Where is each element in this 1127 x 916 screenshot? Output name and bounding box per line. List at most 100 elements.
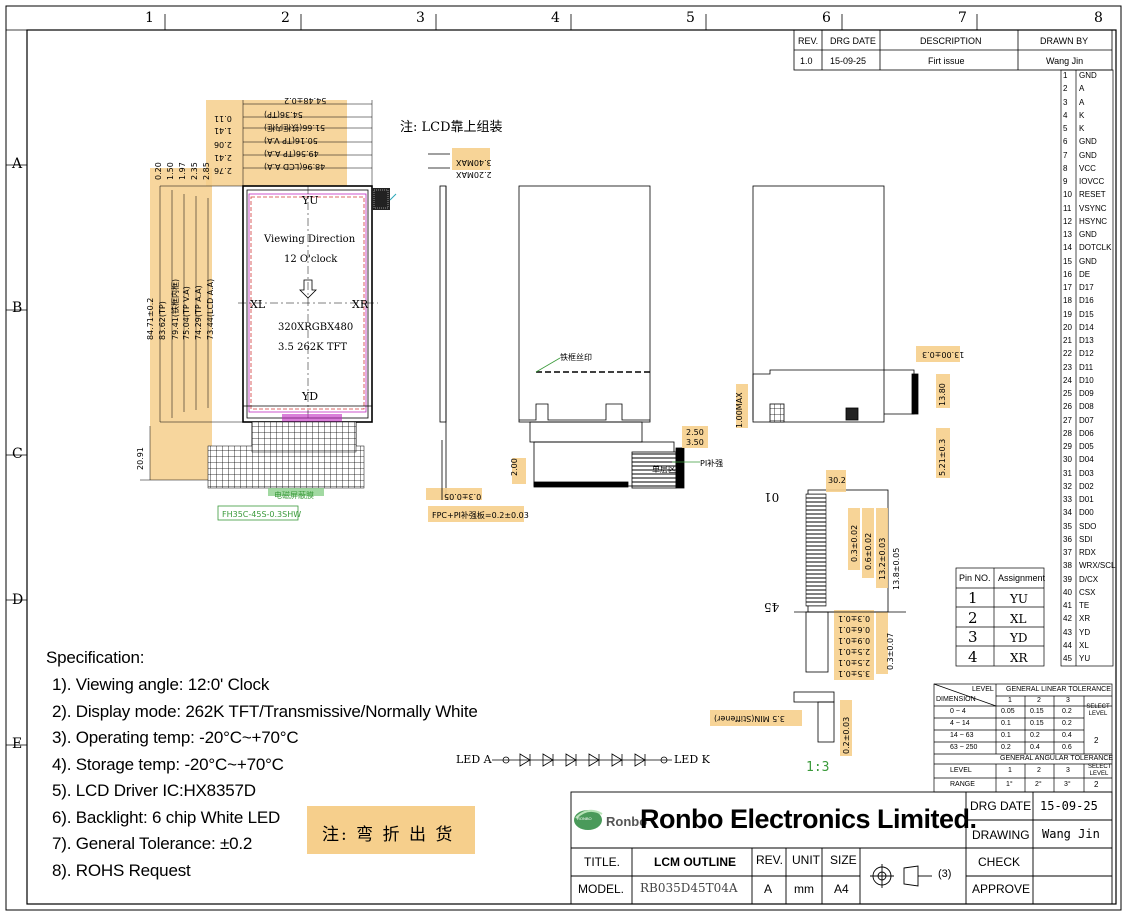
pin-number: 7 — [1063, 150, 1068, 160]
check-label: CHECK — [978, 855, 1021, 869]
pin-number: 38 — [1063, 561, 1072, 571]
zone-row-D: D — [12, 592, 24, 608]
pin-number: 19 — [1063, 309, 1072, 319]
pin-signal: A — [1079, 84, 1085, 94]
connector-hdim-5: 3.5±0.1 — [838, 669, 871, 678]
unit-value: mm — [794, 882, 814, 896]
back-view — [512, 185, 708, 489]
scale-label: 1:3 — [806, 760, 830, 775]
zone-col-5: 5 — [686, 10, 695, 26]
tol-l3: 0.6 — [1062, 744, 1072, 751]
tol-level-2: 2 — [1037, 697, 1041, 704]
height-tol-2: 1.97 — [178, 162, 187, 180]
height-dim-2: 79.41(铁框内框) — [171, 278, 180, 340]
pin-signal: D01 — [1079, 495, 1094, 504]
tol-linear-title: GENERAL LINEAR TOLERANCE — [1006, 686, 1111, 693]
pin-number: 8 — [1063, 163, 1068, 173]
title-value: LCM OUTLINE — [654, 855, 736, 869]
pin-number: 28 — [1063, 428, 1072, 438]
tol-range: 0 ~ 4 — [950, 708, 966, 715]
height-dim-1: 83.62(TP) — [158, 301, 167, 340]
front-view — [140, 100, 397, 521]
frame-print-label: 铁框丝印 — [560, 353, 592, 362]
pin-signal: XR — [1079, 614, 1091, 624]
connector-vdim-3: 13.8±0.05 — [892, 547, 901, 590]
size-value: A4 — [834, 882, 849, 896]
drawing-by-value: Wang Jin — [1042, 827, 1100, 841]
model-value: RB035D45T04A — [640, 881, 738, 895]
rev-label-tb: REV. — [756, 853, 783, 867]
pin-signal: YU — [1079, 654, 1091, 663]
model-label: MODEL. — [578, 882, 625, 896]
back-dim-2: 2.50 — [686, 428, 704, 437]
assignment-header: Assignment — [998, 573, 1046, 583]
pin-01-label: 01 — [764, 490, 780, 504]
pin-number: 9 — [1063, 177, 1068, 186]
pin-signal: HSYNC — [1079, 216, 1108, 226]
pin-signal: DE — [1079, 269, 1091, 279]
spec-item: 6). Backlight: 6 chip White LED — [52, 807, 281, 827]
pin-list-grid — [1060, 69, 1114, 667]
height-tol-0: 0.20 — [154, 162, 163, 180]
tol-ang-select-label: SELECT LEVEL — [1088, 764, 1112, 777]
pin-number: 35 — [1063, 521, 1072, 531]
side-dim-2: 2.20MAX — [456, 170, 492, 179]
spec-item: 8). ROHS Request — [52, 860, 191, 880]
height-dim-3: 75.04(TP V.A) — [182, 286, 191, 340]
right-dim-1: 1.00MAX — [735, 392, 744, 428]
pin-no-header: Pin NO. — [959, 573, 991, 583]
pin-signal: D07 — [1079, 415, 1094, 425]
pin-number: 34 — [1063, 508, 1072, 518]
tol-l2: 0.2 — [1030, 732, 1040, 739]
xl-label: XL — [250, 298, 266, 311]
rev-value-tb: A — [764, 882, 773, 896]
drawn-by-header: DRAWN BY — [1040, 36, 1089, 46]
rev-value: 1.0 — [800, 56, 813, 66]
pin-signal: A — [1079, 97, 1085, 107]
height-dim-highlight — [150, 168, 212, 480]
pin-number: 1 — [1063, 71, 1068, 80]
zone-col-2: 2 — [281, 10, 290, 26]
resolution-label: 320XRGBX480 — [278, 322, 354, 333]
title-block-grid — [570, 791, 1113, 905]
pin-signal: WRX/SCL — [1079, 561, 1116, 571]
pin-number: 10 — [1063, 190, 1072, 200]
tol-l3: 0.4 — [1062, 732, 1072, 739]
pin-signal: VCC — [1079, 163, 1096, 173]
tol-dimension-label: DIMENSION — [936, 696, 976, 703]
pin-number: 25 — [1063, 389, 1072, 398]
pin-number: 45 — [1063, 654, 1072, 663]
zone-row-C: C — [12, 446, 23, 462]
right-dim-3: 13.80 — [938, 383, 947, 406]
width-tol-2: 2.06 — [214, 140, 232, 149]
size-color-label: 3.5 262K TFT — [278, 342, 348, 353]
description-value: Firt issue — [928, 56, 965, 66]
tol-range: 4 ~ 14 — [950, 720, 970, 727]
touch-pin-number: 1 — [968, 589, 978, 607]
pin-signal: K — [1079, 110, 1085, 120]
bend-note-highlight — [307, 806, 475, 854]
pin-signal: SDI — [1079, 534, 1093, 544]
pin-number: 24 — [1063, 375, 1072, 385]
zone-col-4: 4 — [551, 10, 560, 26]
title-label: TITLE. — [584, 855, 621, 869]
tol-ang-level-2: 2 — [1037, 767, 1041, 774]
stiffener-dim: 3.5 MIN(Stiffener) — [714, 714, 785, 723]
pin-number: 14 — [1063, 243, 1072, 253]
pin-signal: D/CX — [1079, 574, 1099, 584]
back-dim-1: 2.00 — [510, 458, 519, 476]
width-tol-0: 0.11 — [214, 114, 232, 123]
pin-number: 22 — [1063, 349, 1072, 359]
tol-ang-level-1: 1 — [1008, 767, 1012, 774]
touch-pin-grid — [955, 567, 1045, 667]
fpc-height-dim: 20.91 — [136, 447, 145, 470]
ronbo-logo — [574, 809, 603, 830]
bend-note: 注: 弯 折 出 货 — [322, 825, 455, 845]
tol-range: 14 ~ 63 — [950, 732, 974, 739]
logo-small-text: RONBO — [577, 816, 592, 821]
tol-ang-selected: 2 — [1094, 780, 1099, 789]
tol-range-label: RANGE — [950, 781, 975, 788]
pin-signal: D15 — [1079, 309, 1094, 319]
spec-item: 7). General Tolerance: ±0.2 — [52, 834, 253, 853]
